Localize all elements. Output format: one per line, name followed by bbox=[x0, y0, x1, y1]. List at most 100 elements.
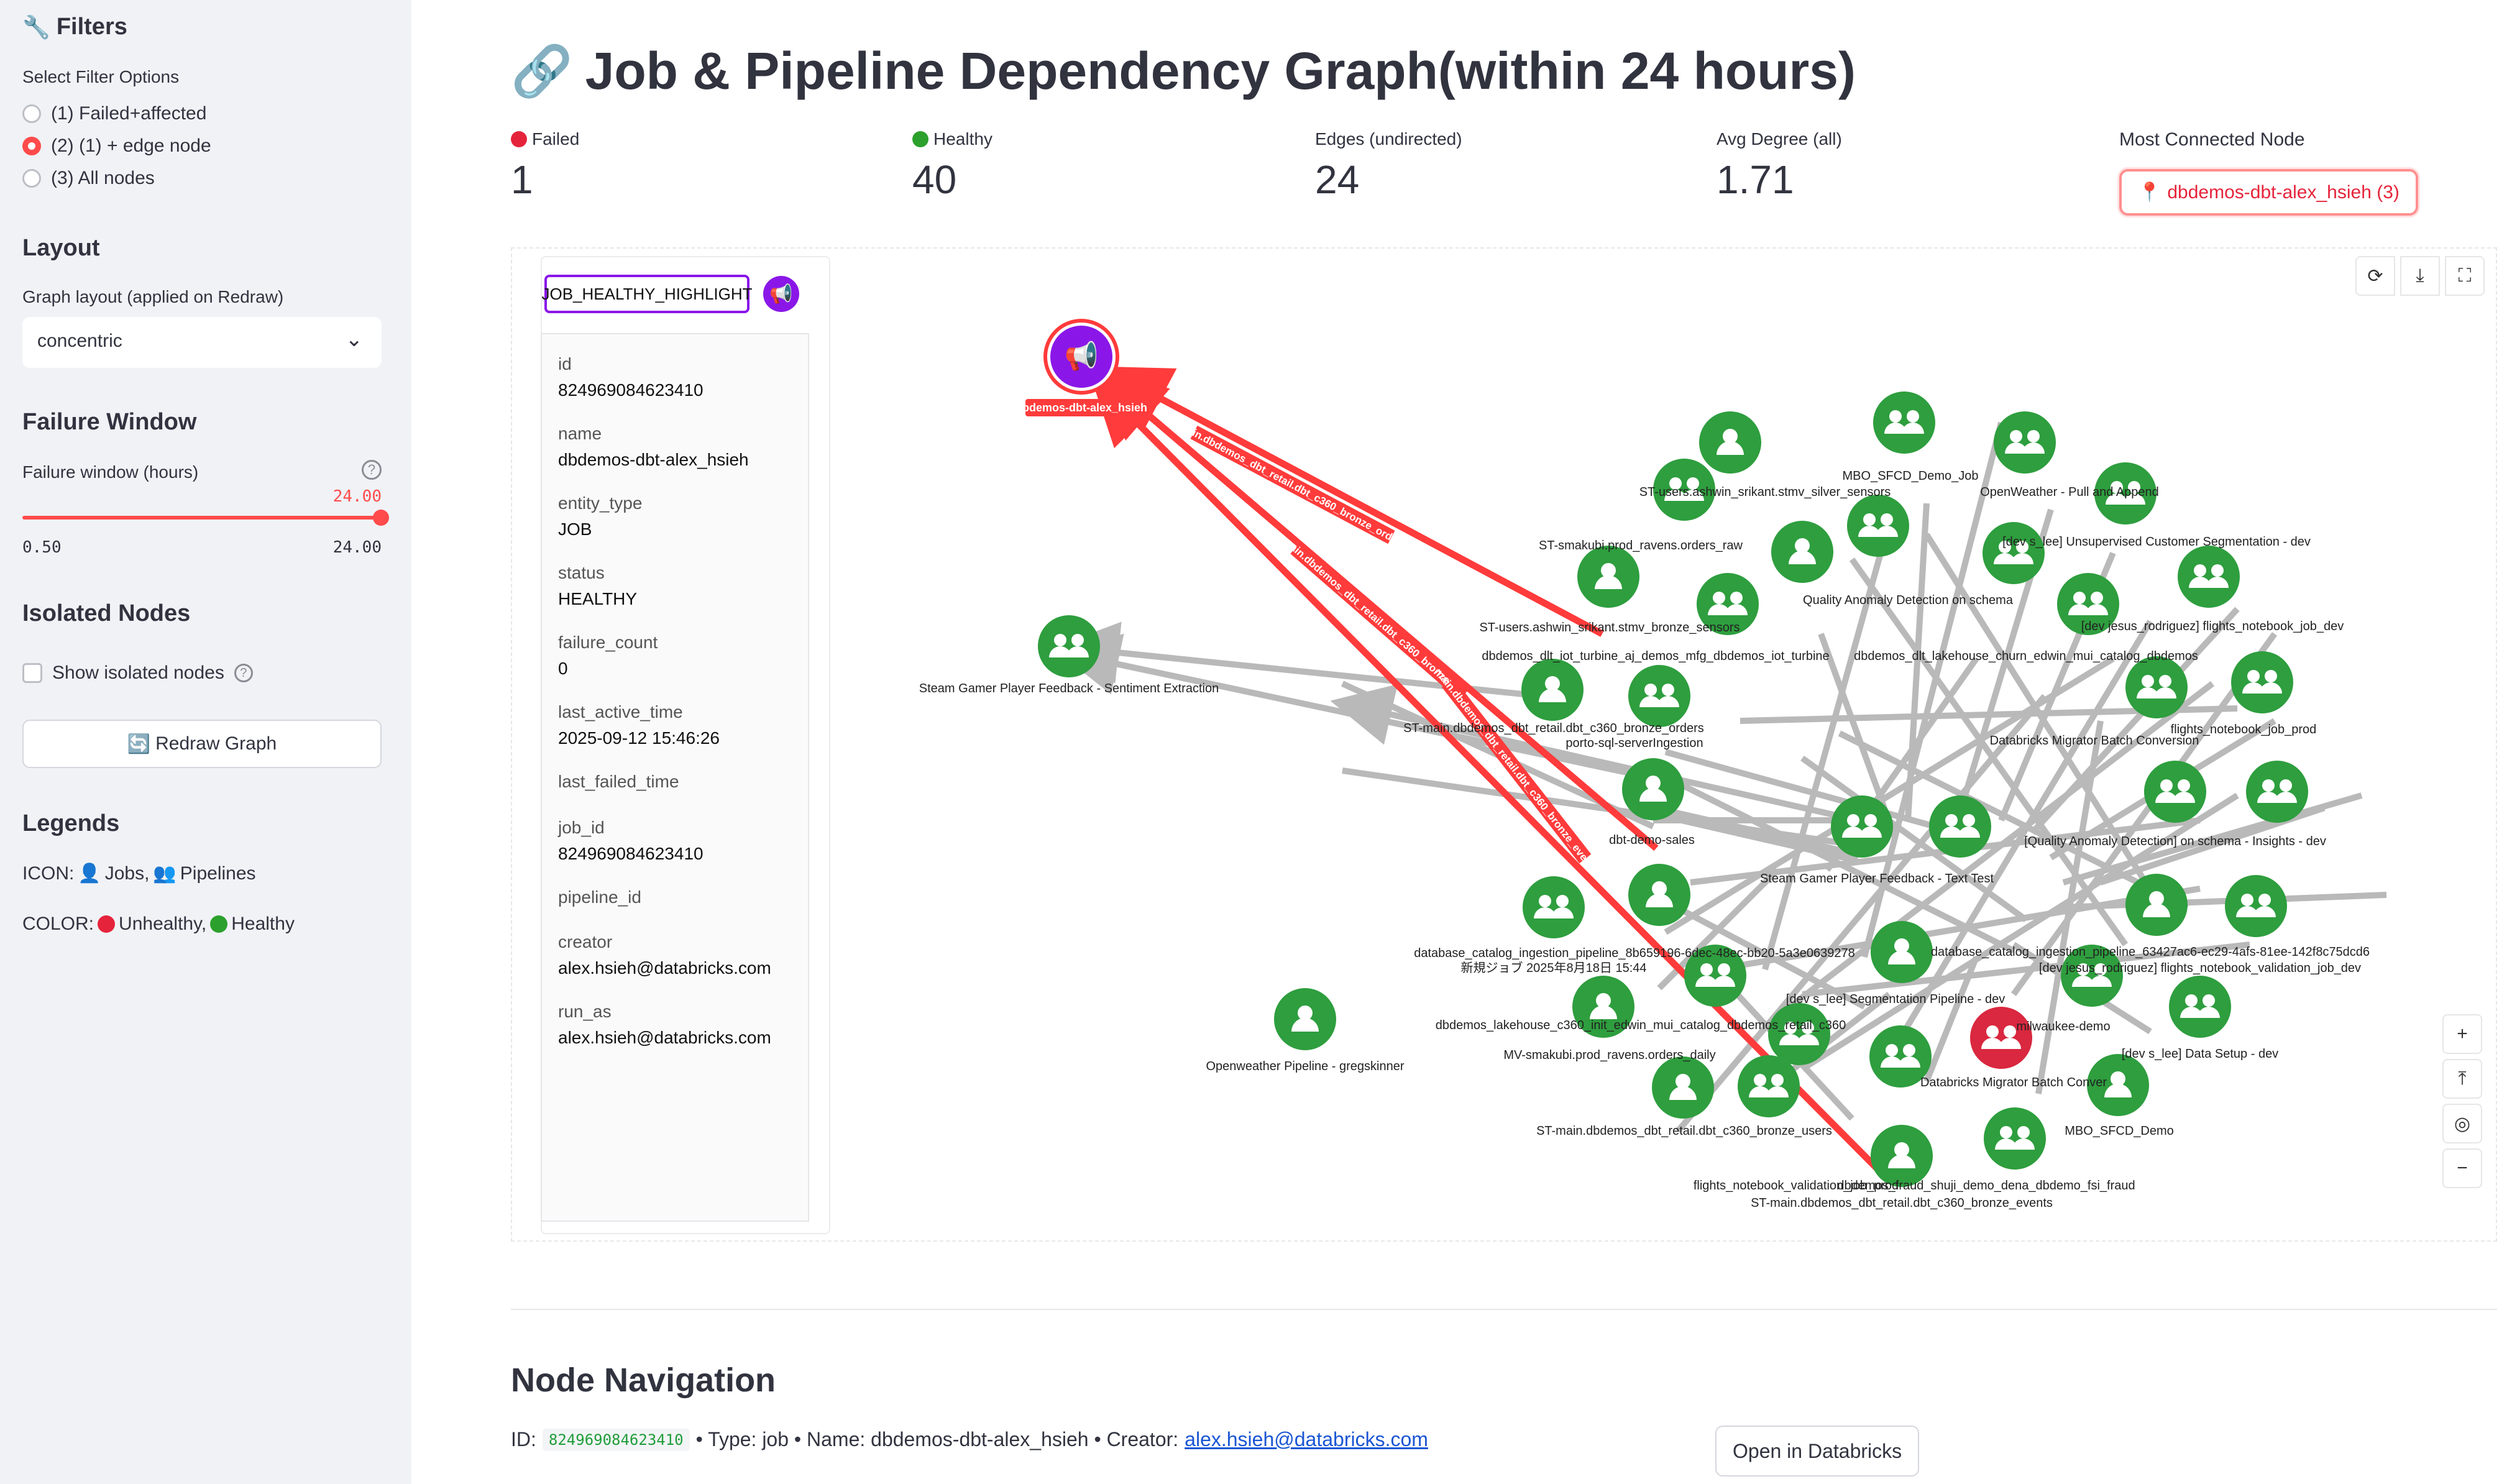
refresh-graph-button[interactable]: ⟳ bbox=[2355, 256, 2395, 296]
graph-edges bbox=[1057, 421, 2387, 1134]
layout-select-value: concentric bbox=[37, 331, 122, 351]
svg-text:MBO_SFCD_Demo: MBO_SFCD_Demo bbox=[2065, 1124, 2174, 1138]
attr-value: alex.hsieh@databricks.com bbox=[558, 1028, 771, 1047]
checkbox-box[interactable] bbox=[22, 663, 42, 683]
person-icon: 👤 bbox=[78, 863, 101, 884]
attr-key: last_active_time bbox=[558, 702, 683, 721]
center-button[interactable]: ◎ bbox=[2442, 1104, 2482, 1143]
creator-email-link[interactable]: alex.hsieh@databricks.com bbox=[1185, 1428, 1428, 1450]
metric-avg-degree: Avg Degree (all) 1.71 bbox=[1717, 129, 1842, 202]
svg-text:Databricks Migrator Batch Conv: Databricks Migrator Batch Conver bbox=[1920, 1076, 2107, 1089]
red-dot-icon bbox=[511, 131, 527, 147]
svg-text:main.dbdemos_dbt_retail.dbt_c3: main.dbdemos_dbt_retail.dbt_c360_bronze_… bbox=[1176, 419, 1408, 550]
svg-text:Quality Anomaly Detection on s: Quality Anomaly Detection on schema bbox=[1803, 593, 2014, 607]
node-attributes-list bbox=[541, 333, 809, 1222]
show-isolated-checkbox[interactable]: Show isolated nodes ? bbox=[22, 662, 253, 684]
svg-text:Steam Gamer Player Feedback -: Steam Gamer Player Feedback - Text Test bbox=[1760, 872, 1994, 886]
slider-current-value: 24.00 bbox=[332, 487, 382, 506]
legends-title: Legends bbox=[22, 810, 120, 836]
green-dot-icon bbox=[912, 131, 928, 147]
svg-text:OpenWeather - Pull and Append: OpenWeather - Pull and Append bbox=[1980, 485, 2159, 499]
most-connected-node-button[interactable]: 📍 dbdemos-dbt-alex_hsieh (3) bbox=[2119, 169, 2418, 216]
metric-most-connected: Most Connected Node 📍 dbdemos-dbt-alex_h… bbox=[2119, 129, 2418, 216]
svg-text:[Quality Anomaly Detection] on: [Quality Anomaly Detection] on schema - … bbox=[2024, 835, 2326, 848]
svg-text:porto-sql-serverIngestion: porto-sql-serverIngestion bbox=[1565, 736, 1703, 750]
dependency-graph[interactable]: main.dbdemos_dbt_retail.dbt_c360_bronze_… bbox=[833, 261, 2486, 1230]
layout-label: Graph layout (applied on Redraw) bbox=[22, 287, 284, 306]
slider-track[interactable] bbox=[22, 516, 382, 520]
attr-key: failure_count bbox=[558, 633, 658, 652]
zoom-out-button[interactable]: − bbox=[2442, 1148, 2482, 1188]
filters-title: Filters bbox=[56, 14, 127, 40]
zoom-in-button[interactable]: + bbox=[2442, 1014, 2482, 1054]
help-icon[interactable]: ? bbox=[234, 664, 253, 682]
svg-text:dbdemos-dbt-alex_hsieh: dbdemos-dbt-alex_hsieh bbox=[1015, 401, 1147, 414]
metric-failed: Failed 1 bbox=[511, 129, 580, 202]
svg-text:dbdemos_lakehouse_c360_init_ed: dbdemos_lakehouse_c360_init_edwin_mui_ca… bbox=[1436, 1019, 1846, 1032]
fit-height-button[interactable]: ⤒ bbox=[2442, 1059, 2482, 1099]
svg-text:[dev jesus_rodriguez] flights_: [dev jesus_rodriguez] flights_notebook_v… bbox=[2039, 961, 2361, 975]
attr-key: id bbox=[558, 354, 572, 373]
node-labels: Steam Gamer Player Feedback - Sentiment … bbox=[919, 469, 2370, 1210]
metric-healthy: Healthy 40 bbox=[912, 129, 992, 202]
svg-text:dbdemos_dlt_lakehouse_churn_ed: dbdemos_dlt_lakehouse_churn_edwin_mui_ca… bbox=[1854, 649, 2198, 663]
highlight-node[interactable]: 📢 dbdemos-dbt-alex_hsieh bbox=[1015, 319, 1147, 416]
radio-circle-selected[interactable] bbox=[22, 137, 41, 155]
target-icon: ◎ bbox=[2454, 1113, 2471, 1134]
fullscreen-button[interactable]: ⛶ bbox=[2445, 256, 2485, 296]
red-dot-icon bbox=[98, 915, 116, 933]
pin-icon: 📍 bbox=[2138, 182, 2161, 203]
slider-thumb[interactable] bbox=[373, 510, 389, 526]
icon-legend: ICON: 👤 Jobs, 👥 Pipelines bbox=[22, 863, 256, 884]
attr-key: run_as bbox=[558, 1002, 612, 1021]
layout-title: Layout bbox=[22, 235, 100, 261]
node-navigation-info: ID: 824969084623410 • Type: job • Name: … bbox=[511, 1428, 1428, 1451]
isolated-nodes-title: Isolated Nodes bbox=[22, 600, 191, 626]
megaphone-icon: 📢 bbox=[763, 276, 799, 312]
download-icon: ⤓ bbox=[2416, 265, 2424, 286]
plus-icon: + bbox=[2457, 1024, 2468, 1044]
filters-header: 🔧 Filters bbox=[22, 14, 127, 40]
attr-value: 824969084623410 bbox=[558, 380, 704, 400]
attr-key: entity_type bbox=[558, 493, 643, 513]
radio-circle[interactable] bbox=[22, 104, 41, 123]
svg-text:ST-main.dbdemos_dbt_retail.dbt: ST-main.dbdemos_dbt_retail.dbt_c360_bron… bbox=[1403, 721, 1704, 735]
refresh-icon: 🔄 bbox=[127, 733, 151, 754]
green-dot-icon bbox=[210, 915, 228, 933]
layout-select[interactable]: concentric ⌄ bbox=[22, 317, 382, 368]
color-legend: COLOR: Unhealthy, Healthy bbox=[22, 914, 295, 934]
attr-value: JOB bbox=[558, 520, 592, 539]
svg-text:ST-main.dbdemos_dbt_retail.dbt: ST-main.dbdemos_dbt_retail.dbt_c360_bron… bbox=[1751, 1196, 2053, 1210]
fullscreen-icon: ⛶ bbox=[2458, 265, 2472, 286]
attr-key: last_failed_time bbox=[558, 772, 679, 791]
redraw-graph-button[interactable]: 🔄 Redraw Graph bbox=[22, 720, 382, 768]
filter-option-2[interactable]: (2) (1) + edge node bbox=[22, 135, 211, 157]
attr-value: HEALTHY bbox=[558, 589, 638, 608]
refresh-icon: ⟳ bbox=[2367, 265, 2383, 286]
svg-text:[dev s_lee] Segmentation Pipel: [dev s_lee] Segmentation Pipeline - dev bbox=[1786, 992, 2005, 1006]
page-title: 🔗 Job & Pipeline Dependency Graph(within… bbox=[511, 42, 1856, 100]
svg-text:[dev jesus_rodriguez] flights_: [dev jesus_rodriguez] flights_notebook_j… bbox=[2081, 620, 2344, 633]
wrench-icon: 🔧 bbox=[22, 14, 50, 40]
radio-circle[interactable] bbox=[22, 169, 41, 188]
sidebar: 🔧 Filters Select Filter Options (1) Fail… bbox=[0, 0, 411, 1484]
help-icon[interactable]: ? bbox=[362, 460, 382, 480]
attr-value: 2025-09-12 15:46:26 bbox=[558, 728, 720, 748]
graph-nodes[interactable] bbox=[1038, 392, 2308, 1187]
svg-text:flights_notebook_validation_jo: flights_notebook_validation_job_prod bbox=[1694, 1179, 1899, 1193]
filter-option-3[interactable]: (3) All nodes bbox=[22, 168, 155, 189]
graph-container bbox=[511, 247, 2497, 1242]
svg-text:[dev s_lee] Data Setup - dev: [dev s_lee] Data Setup - dev bbox=[2122, 1047, 2278, 1061]
download-graph-button[interactable]: ⤓ bbox=[2400, 256, 2440, 296]
svg-text:MV-smakubi.prod_ravens.orders_: MV-smakubi.prod_ravens.orders_daily bbox=[1503, 1048, 1715, 1062]
filter-option-1[interactable]: (1) Failed+affected bbox=[22, 103, 206, 124]
svg-text:MBO_SFCD_Demo_Job: MBO_SFCD_Demo_Job bbox=[1843, 469, 1979, 483]
link-icon: 🔗 bbox=[511, 43, 573, 99]
slider-min: 0.50 bbox=[22, 538, 62, 557]
open-in-databricks-button[interactable]: Open in Databricks bbox=[1715, 1426, 1920, 1477]
svg-text:flights_notebook_job_prod: flights_notebook_job_prod bbox=[2171, 723, 2317, 736]
attr-value: 824969084623410 bbox=[558, 844, 704, 863]
svg-text:[dev s_lee] Unsupervised Custo: [dev s_lee] Unsupervised Customer Segmen… bbox=[2002, 535, 2311, 549]
slider-max: 24.00 bbox=[332, 538, 382, 557]
failure-window-title: Failure Window bbox=[22, 409, 197, 435]
